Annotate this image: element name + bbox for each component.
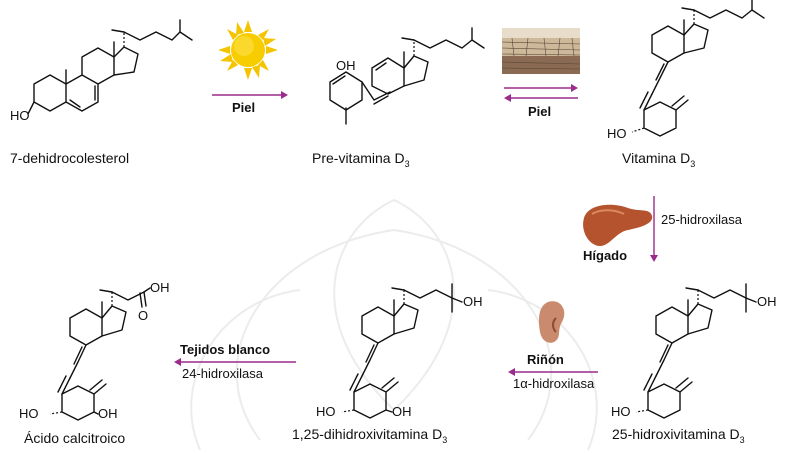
ho-label: HO <box>10 108 30 123</box>
subscript: 3 <box>690 158 696 169</box>
oh-label: OH <box>757 294 777 309</box>
compound-name-acido-calcitroico: Ácido calcitroico <box>24 430 126 446</box>
structure-1-25-dihidroxivitamina-d3: OH HO OH <box>316 283 483 419</box>
structure-acido-calcitroico: O OH HO OH <box>19 280 170 421</box>
step5-organ-label: Tejidos blanco <box>180 342 271 357</box>
o-label: O <box>138 308 148 323</box>
step3-organ-label: Hígado <box>583 248 628 263</box>
ho-label: HO <box>611 404 631 419</box>
subscript: 3 <box>404 158 410 169</box>
ho-label: HO <box>19 406 39 421</box>
subscript: 3 <box>739 434 745 445</box>
step4-organ-label: Riñón <box>527 352 564 367</box>
subscript: 3 <box>442 434 448 445</box>
acid-oh-label: OH <box>150 280 170 295</box>
compound-name-text: Vitamina D <box>622 150 691 166</box>
compound-name-7-dehidrocolesterol: 7-dehidrocolesterol <box>10 150 130 166</box>
step4-enzyme-label: 1α-hidroxilasa <box>513 376 595 391</box>
oh-label: OH <box>98 406 118 421</box>
compound-name-text: 25-hidroxivitamina D <box>612 426 740 442</box>
compound-name-text: Pre-vitamina D <box>312 150 405 166</box>
structure-vitamina-d3: HO <box>607 0 765 141</box>
liver-icon <box>583 204 653 246</box>
oh-1-label: OH <box>392 404 412 419</box>
oh-label: OH <box>336 58 356 73</box>
structure-pre-vitamina-d3: OH <box>329 27 485 125</box>
ho-label: HO <box>607 126 627 141</box>
compound-name-1-25-dihidroxivitamina-d3: 1,25-dihidroxivitamina D3 <box>292 426 447 445</box>
structure-25-hidroxivitamina-d3: OH HO <box>611 283 777 419</box>
step5-enzyme-label: 24-hidroxilasa <box>182 366 263 381</box>
compound-name-25-hidroxivitamina-d3: 25-hidroxivitamina D3 <box>612 426 745 445</box>
step1-organ-label: Piel <box>232 100 256 115</box>
compound-name-vitamina-d3: Vitamina D3 <box>622 150 695 169</box>
compound-name-text: 1,25-dihidroxivitamina D <box>292 426 443 442</box>
structure-7-dehidrocolesterol: HO <box>10 19 193 123</box>
sun-icon <box>218 20 278 80</box>
skin-section-icon <box>501 28 581 74</box>
kidney-icon <box>538 301 565 343</box>
step3-enzyme-label: 25-hidroxilasa <box>661 212 742 227</box>
compound-name-pre-vitamina-d3: Pre-vitamina D3 <box>312 150 410 169</box>
step2-organ-label: Piel <box>528 104 552 119</box>
oh-label: OH <box>463 294 483 309</box>
ho-label: HO <box>316 404 336 419</box>
